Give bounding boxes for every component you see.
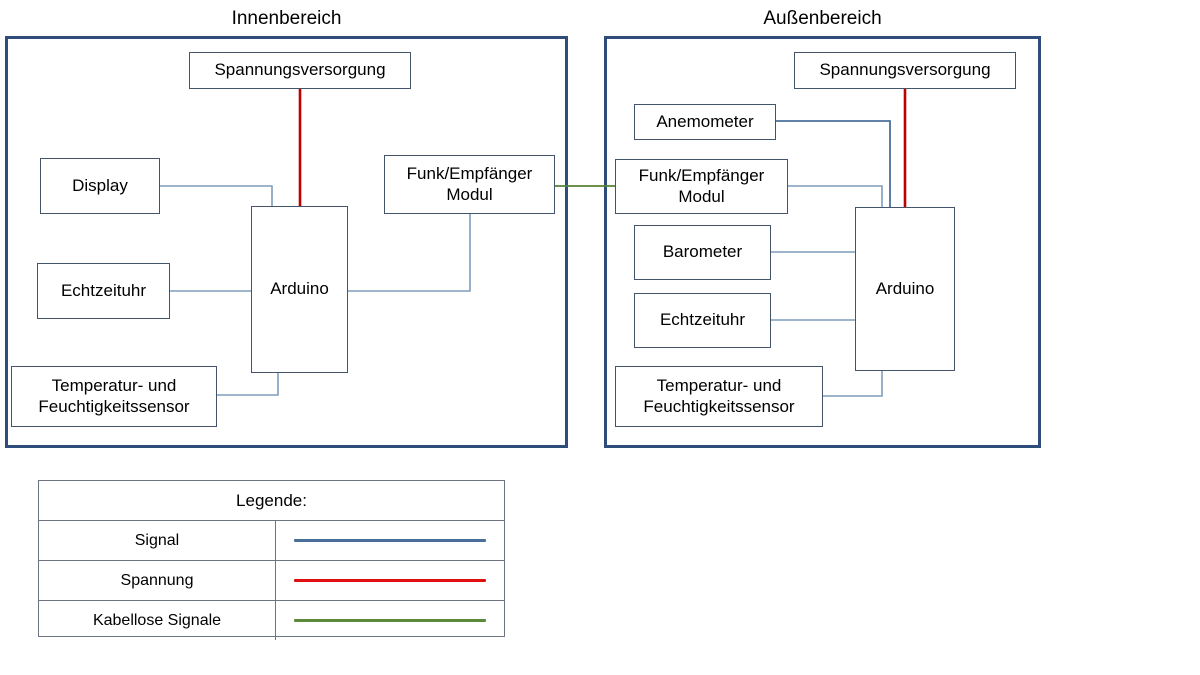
node-outdoor-rtc[interactable]: Echtzeituhr xyxy=(634,293,771,348)
node-outdoor-barometer[interactable]: Barometer xyxy=(634,225,771,280)
node-label-line2: Feuchtigkeitssensor xyxy=(643,396,795,416)
node-label-line2: Feuchtigkeitssensor xyxy=(38,396,190,416)
node-outdoor-temp-humidity-sensor[interactable]: Temperatur- und Feuchtigkeitssensor xyxy=(615,366,823,427)
node-label-line2: Modul xyxy=(678,186,725,206)
zone-title-indoor: Innenbereich xyxy=(231,8,342,29)
node-label-line1: Temperatur- und xyxy=(656,375,782,395)
legend-row-signal: Signal xyxy=(39,521,504,561)
node-indoor-rtc[interactable]: Echtzeituhr xyxy=(37,263,170,319)
node-outdoor-power-supply[interactable]: Spannungsversorgung xyxy=(794,52,1016,89)
node-indoor-controller[interactable]: Arduino xyxy=(251,206,348,373)
node-indoor-temp-humidity-sensor[interactable]: Temperatur- und Feuchtigkeitssensor xyxy=(11,366,217,427)
node-label-line1: Funk/Empfänger xyxy=(406,163,533,183)
zone-indoor xyxy=(5,36,568,448)
legend-line-kabellose-signale xyxy=(294,619,486,622)
node-label-line2: Modul xyxy=(446,184,493,204)
node-outdoor-radio-module[interactable]: Funk/Empfänger Modul xyxy=(615,159,788,214)
node-indoor-radio-module[interactable]: Funk/Empfänger Modul xyxy=(384,155,555,214)
zone-outdoor xyxy=(604,36,1041,448)
legend-swatch-spannung xyxy=(276,561,504,600)
legend-label-spannung: Spannung xyxy=(39,561,276,600)
legend-header-row: Legende: xyxy=(39,481,504,521)
legend-swatch-kabellose-signale xyxy=(276,601,504,640)
legend-label-signal: Signal xyxy=(39,521,276,560)
legend-row-spannung: Spannung xyxy=(39,561,504,601)
legend-swatch-signal xyxy=(276,521,504,560)
node-outdoor-anemometer[interactable]: Anemometer xyxy=(634,104,776,140)
node-outdoor-controller[interactable]: Arduino xyxy=(855,207,955,371)
zone-title-outdoor: Außenbereich xyxy=(763,8,882,29)
legend-table: Legende: Signal Spannung Kabellose Signa… xyxy=(38,480,505,640)
node-label-line1: Funk/Empfänger xyxy=(638,165,765,185)
node-label-line1: Temperatur- und xyxy=(51,375,177,395)
legend-line-signal xyxy=(294,539,486,542)
legend-row-kabellose-signale: Kabellose Signale xyxy=(39,601,504,640)
legend-label-kabellose-signale: Kabellose Signale xyxy=(39,601,276,640)
node-indoor-power-supply[interactable]: Spannungsversorgung xyxy=(189,52,411,89)
legend-title: Legende: xyxy=(236,490,307,510)
legend-line-spannung xyxy=(294,579,486,582)
node-indoor-display[interactable]: Display xyxy=(40,158,160,214)
